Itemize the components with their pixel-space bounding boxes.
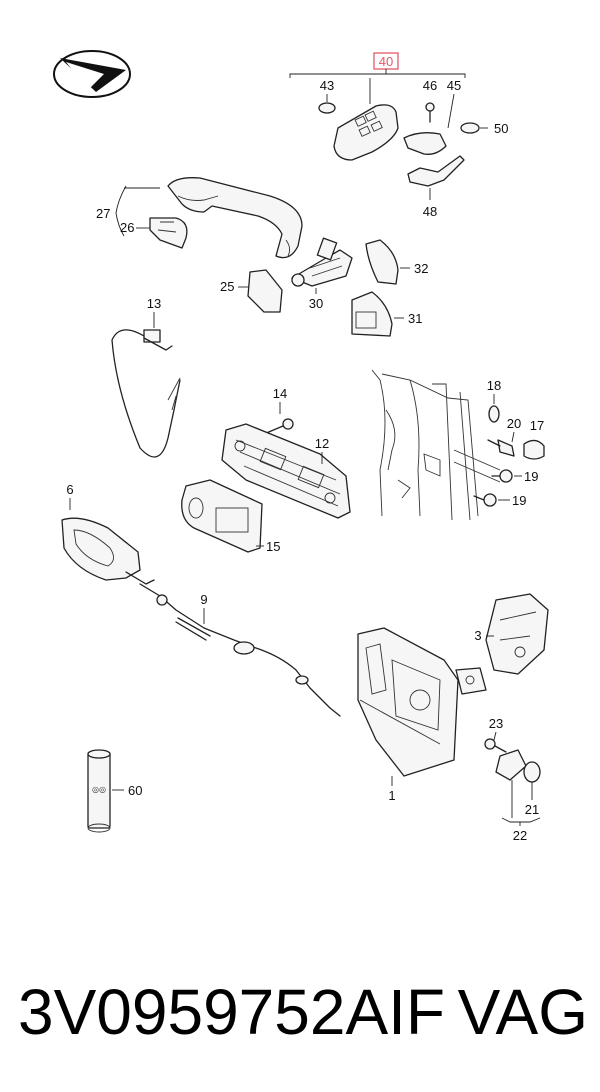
callout-12: 12 [315,436,329,451]
clip-part [488,405,500,423]
callout-18: 18 [487,378,501,393]
callout-26: 26 [120,220,134,235]
part-number-label: 3V0959752AIF [18,976,445,1048]
brand-label: VAG [457,976,588,1048]
callout-1: 1 [388,788,395,803]
callout-32: 32 [414,261,428,276]
handle-carrier-part [221,423,351,519]
cap-part [365,239,399,285]
key-fob-part [333,78,399,161]
callout-46: 46 [423,78,437,93]
emergency-key-part [407,155,465,187]
callout-40: 40 [379,54,393,69]
callout-43: 43 [320,78,334,93]
callout-13: 13 [147,296,161,311]
trim-cap-part [351,291,393,337]
callout-3: 3 [474,628,481,643]
grease-canister-part: ◎◎ [87,749,111,833]
callout-31: 31 [408,311,422,326]
seal-part [181,479,263,553]
hinge-check-part [495,749,541,783]
lock-cylinder-part [291,237,353,287]
badge-part [318,102,336,114]
handle-cap-part [149,217,188,249]
callout-17: 17 [530,418,544,433]
cap-17-part [523,439,545,460]
svg-text:◎◎: ◎◎ [92,785,106,794]
inner-handle-part [61,517,155,585]
bolt-19a-part [491,469,513,483]
callout-25: 25 [220,279,234,294]
callout-45: 45 [447,78,461,93]
callout-15: 15 [266,539,280,554]
release-cable-part [111,329,181,458]
door-lock-part [357,627,487,777]
callout-6: 6 [66,482,73,497]
inner-cable-part [139,583,341,717]
gasket-part [247,269,283,313]
screw-part [425,102,435,123]
callout-14: 14 [273,386,287,401]
caption: 3V0959752AIF VAG [18,975,588,1055]
callout-20: 20 [507,416,521,431]
striker-bolt-part [487,439,515,457]
callout-19b: 19 [512,493,526,508]
callout-23: 23 [489,716,503,731]
screw-14-part [263,418,294,435]
callout-9: 9 [200,592,207,607]
door-frame-part [371,369,501,521]
callout-30: 30 [309,296,323,311]
fob-cover-part [403,132,447,155]
battery-part [460,122,480,134]
callout-21: 21 [525,802,539,817]
callout-60: 60 [128,783,142,798]
bolt-19b-part [473,493,497,507]
outer-handle-part [167,177,303,259]
callout-48: 48 [423,204,437,219]
bolt-23-part [484,738,507,753]
brand-logo [53,50,131,98]
callout-22: 22 [513,828,527,843]
bracket-part [485,593,549,675]
callout-27: 27 [96,206,110,221]
callout-50: 50 [494,121,508,136]
callout-19a: 19 [524,469,538,484]
